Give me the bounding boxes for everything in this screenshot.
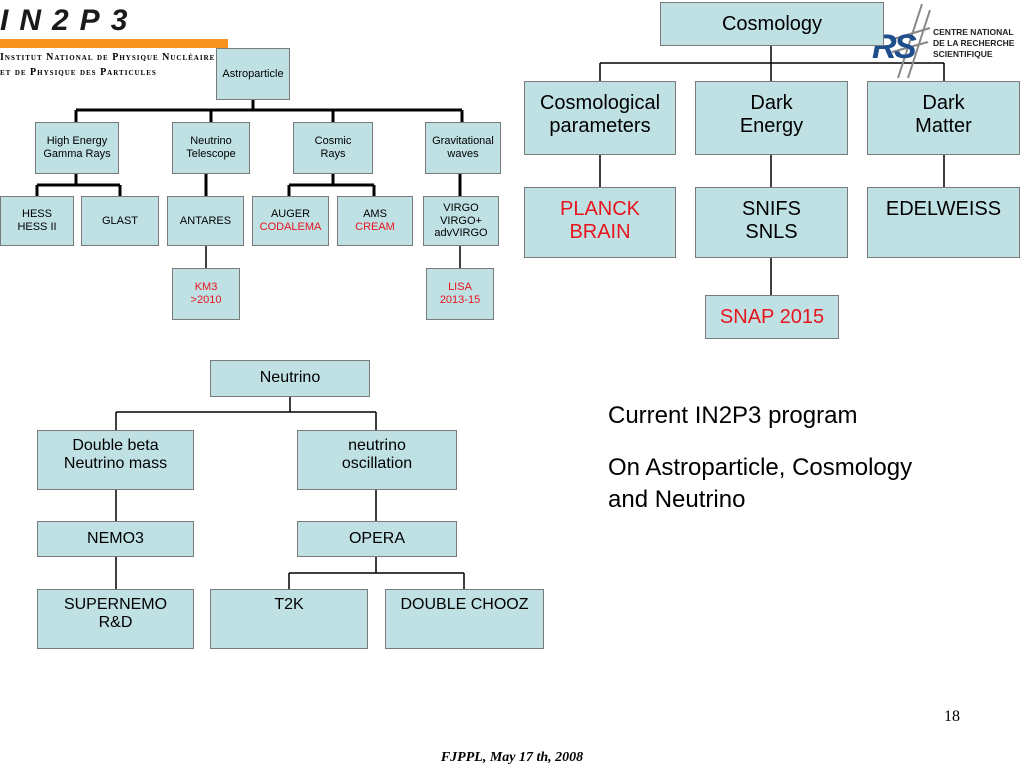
node-label: T2K — [274, 596, 304, 613]
node-label: AUGER — [270, 208, 311, 221]
node-dark-energy: Dark Energy — [695, 81, 848, 155]
node-label: Energy — [739, 115, 804, 137]
in2p3-logo: IN2P3 — [0, 4, 232, 48]
node-neutrino-oscillation: neutrino oscillation — [297, 430, 457, 490]
node-label: BRAIN — [569, 221, 631, 243]
node-label: DOUBLE CHOOZ — [400, 596, 529, 613]
node-label: GLAST — [101, 214, 139, 227]
node-auger-codalema: AUGER CODALEMA — [252, 196, 329, 246]
node-label: neutrino — [348, 437, 406, 454]
node-virgo: VIRGO VIRGO+ advVIRGO — [423, 196, 499, 246]
node-label: Dark — [750, 92, 793, 114]
node-label: R&D — [98, 614, 133, 632]
node-label: NEMO3 — [87, 529, 144, 547]
node-label: SNAP 2015 — [719, 305, 825, 328]
node-ams-cream: AMS CREAM — [337, 196, 413, 246]
node-label: Rays — [320, 148, 346, 160]
node-label: Gravitational — [432, 135, 494, 148]
node-label: Neutrino — [259, 369, 321, 387]
node-label: Matter — [915, 115, 972, 137]
node-planck-brain: PLANCK BRAIN — [524, 187, 676, 258]
node-label: waves — [447, 148, 479, 160]
node-label: Gamma Rays — [43, 148, 111, 160]
node-label: EDELWEISS — [885, 198, 1002, 220]
node-label: Dark — [922, 92, 965, 114]
node-label: OPERA — [348, 529, 405, 547]
node-neutrino-telescope: Neutrino Telescope — [172, 122, 250, 174]
institute-line-1: Institut National de Physique Nucléaire — [0, 52, 214, 63]
program-subtitle-line-1: On Astroparticle, Cosmology — [608, 454, 913, 481]
node-snap-2015: SNAP 2015 — [705, 295, 839, 339]
node-astroparticle: Astroparticle — [216, 48, 290, 100]
node-cosmic-rays: Cosmic Rays — [293, 122, 373, 174]
node-hess: HESS HESS II — [0, 196, 74, 246]
node-label: CREAM — [355, 221, 395, 233]
node-label: VIRGO — [443, 202, 479, 215]
node-label: Astroparticle — [222, 67, 284, 80]
cnrs-name: CENTRE NATIONAL DE LA RECHERCHE SCIENTIF… — [933, 27, 1014, 60]
institute-name: Institut National de Physique Nucléaire … — [0, 50, 214, 80]
node-label: VIRGO+ — [440, 214, 482, 227]
institute-line-2: et de Physique des Particules — [0, 67, 157, 78]
node-label: 2013-15 — [439, 294, 481, 306]
node-label: Neutrino — [190, 135, 232, 148]
footer: FJPPL, May 17 th, 2008 — [440, 750, 584, 765]
node-snifs-snls: SNIFS SNLS — [695, 187, 848, 258]
node-label: Cosmology — [721, 13, 823, 35]
node-label: ANTARES — [179, 214, 232, 227]
cnrs-logo-graphic: R S — [872, 3, 931, 79]
node-label: HESS — [22, 208, 52, 221]
node-lisa: LISA 2013-15 — [426, 268, 494, 320]
node-label: Telescope — [186, 148, 236, 160]
node-label: advVIRGO — [434, 227, 488, 240]
cnrs-line-2: DE LA RECHERCHE — [933, 38, 1015, 48]
node-t2k: T2K — [210, 589, 368, 649]
node-label: SUPERNEMO — [63, 596, 168, 613]
program-subtitle-line-2: and Neutrino — [608, 486, 746, 513]
in2p3-wordmark: IN2P3 — [0, 4, 139, 37]
node-label: LISA — [448, 281, 472, 294]
node-km3: KM3 >2010 — [172, 268, 240, 320]
node-double-beta: Double beta Neutrino mass — [37, 430, 194, 490]
node-cosmological-parameters: Cosmological parameters — [524, 81, 676, 155]
node-label: parameters — [549, 115, 651, 137]
node-label: SNLS — [745, 221, 798, 243]
node-label: SNIFS — [742, 198, 801, 220]
node-label: KM3 — [194, 281, 218, 294]
node-label: oscillation — [341, 455, 413, 473]
node-label: >2010 — [190, 294, 222, 306]
node-double-chooz: DOUBLE CHOOZ — [385, 589, 544, 649]
node-gravitational-waves: Gravitational waves — [425, 122, 501, 174]
program-title: Current IN2P3 program — [608, 402, 858, 429]
node-label: Neutrino mass — [63, 455, 168, 473]
node-label: PLANCK — [559, 198, 641, 220]
node-edelweiss: EDELWEISS — [867, 187, 1020, 258]
page-number: 18 — [944, 708, 960, 725]
cnrs-line-1: CENTRE NATIONAL — [933, 27, 1014, 37]
node-supernemo: SUPERNEMO R&D — [37, 589, 194, 649]
node-label: AMS — [363, 208, 387, 221]
node-glast: GLAST — [81, 196, 159, 246]
node-antares: ANTARES — [167, 196, 244, 246]
cnrs-line-3: SCIENTIFIQUE — [933, 49, 993, 59]
node-label: Cosmological — [539, 92, 661, 114]
node-opera: OPERA — [297, 521, 457, 557]
node-cosmology: Cosmology — [660, 2, 884, 46]
node-dark-matter: Dark Matter — [867, 81, 1020, 155]
node-label: Double beta — [72, 437, 159, 454]
node-label: CODALEMA — [259, 221, 322, 233]
node-nemo3: NEMO3 — [37, 521, 194, 557]
node-label: High Energy — [46, 135, 108, 148]
svg-text:S: S — [894, 28, 917, 66]
node-high-energy-gamma-rays: High Energy Gamma Rays — [35, 122, 119, 174]
in2p3-orange-bar — [0, 39, 228, 48]
node-label: Cosmic — [314, 135, 352, 148]
node-neutrino: Neutrino — [210, 360, 370, 397]
node-label: HESS II — [17, 221, 57, 233]
